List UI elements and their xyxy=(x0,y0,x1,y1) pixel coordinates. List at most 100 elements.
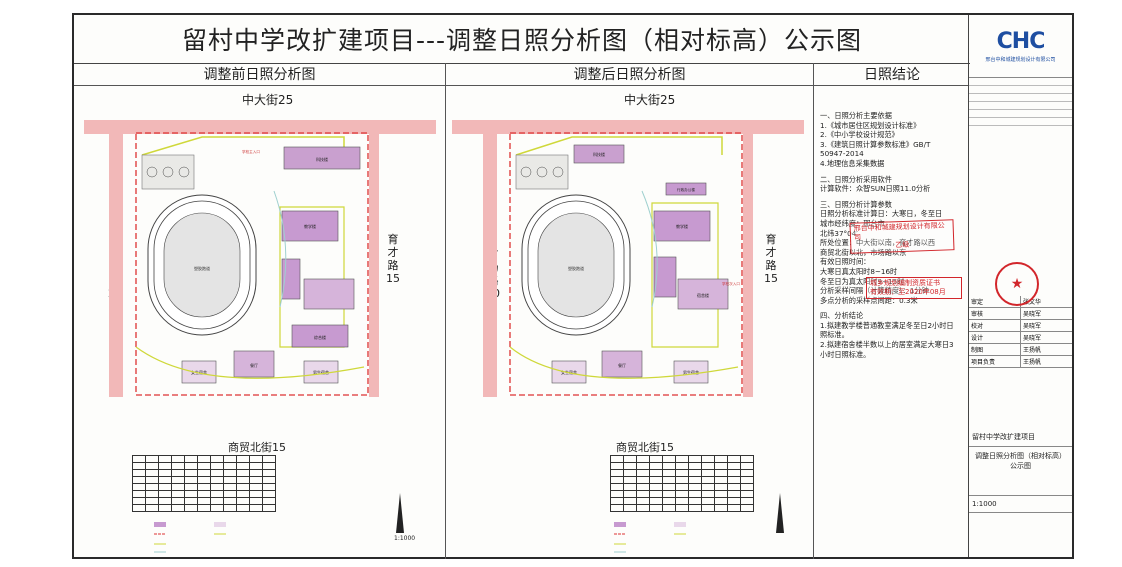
signer-role: 审核 xyxy=(971,311,984,318)
section-title: 二、日照分析采用软件 xyxy=(820,174,892,184)
before-legend xyxy=(154,522,226,553)
list-item: 1.《城市居住区规划设计标准》 xyxy=(820,120,921,130)
signer-role: 制图 xyxy=(971,347,984,354)
qualification-stamp: 邢台中和城建规划设计有限公司 乙级 xyxy=(849,219,955,254)
company-logo: CHC 邢台中和城建规划设计有限公司 xyxy=(969,15,1072,78)
title-block-row xyxy=(969,102,1072,110)
after-data-table xyxy=(610,455,754,512)
stamp-line: 乙级 xyxy=(895,240,910,250)
north-street-label: 中大街25 xyxy=(242,93,294,107)
title-block-row xyxy=(969,86,1072,94)
building-label: 教学楼 xyxy=(304,223,316,229)
conclusion-text: 一、日照分析主要依据 1.《城市居住区规划设计标准》 2.《中小学校设计规范》 … xyxy=(814,107,962,363)
building-label: 综合楼 xyxy=(314,334,326,340)
list-item: 商贸北街以北，市场路以东 xyxy=(820,247,907,257)
conclusion-header: 日照结论 xyxy=(814,63,970,86)
signer-name: 吴晓军 xyxy=(1020,332,1072,343)
signer-row: 设计 吴晓军 xyxy=(969,332,1072,344)
building-label: 餐厅 xyxy=(618,362,626,368)
signer-role: 审定 xyxy=(971,299,984,306)
list-item: 大寒日真太阳时8~16时 xyxy=(820,266,898,276)
certificate-stamp: 城乡规划编制资质证书 有效期：至2020年08月 xyxy=(866,277,962,299)
signer-name: 王扬帆 xyxy=(1020,356,1072,367)
building-label: 科技楼 xyxy=(593,151,605,157)
section-title: 一、日照分析主要依据 xyxy=(820,111,892,120)
building-label: 行政办公楼 xyxy=(677,187,695,192)
page-title: 留村中学改扩建项目---调整日照分析图（相对标高）公示图 xyxy=(74,15,970,64)
list-item: 1.拟建教学楼普通教室满足冬至日2小时日照标准。 xyxy=(820,320,954,340)
north-arrow-icon xyxy=(396,493,404,533)
list-item: 日照分析标准计算日：大寒日，冬至日 xyxy=(820,209,943,219)
list-item: 计算软件：众智SUN日照11.0分析 xyxy=(820,184,931,194)
building-label: 女生宿舍 xyxy=(561,369,577,375)
list-item: 所处位置：中大街以南，育才路以西 xyxy=(820,238,936,248)
track-label: 塑胶跑道 xyxy=(194,265,210,271)
building-label: 科技楼 xyxy=(316,156,328,162)
signer-row: 审核 吴晓军 xyxy=(969,308,1072,320)
building-label: 男生宿舍 xyxy=(683,369,699,375)
stamp-line: 有效期：至2020年08月 xyxy=(870,288,946,296)
signer-role: 项目负责 xyxy=(971,359,996,366)
title-block-row xyxy=(969,118,1072,126)
blank-area xyxy=(969,368,1072,428)
north-arrow xyxy=(774,493,784,533)
list-item: 北纬37°04′ xyxy=(820,228,858,238)
list-item: 4.地理信息采集数据 xyxy=(820,158,885,168)
list-item: 2.拟建宿舍楼半数以上的居室满足大寒日3小时日照标准。 xyxy=(820,340,954,359)
building-label: 宿舍楼 xyxy=(697,292,709,298)
panel-before: 调整前日照分析图 中大街25 市场路20 育才路15 商贸北街15 塑胶跑道 科… xyxy=(74,63,446,559)
list-item: 有效日照时间： xyxy=(820,257,871,267)
north-arrow-icon xyxy=(776,493,784,533)
seal-area: ★ xyxy=(969,126,1072,306)
north-street-label: 中大街25 xyxy=(624,93,676,107)
signer-role: 校对 xyxy=(971,323,984,330)
gate-label: 学校主入口 xyxy=(242,149,260,154)
gate-label: 学校次入口 xyxy=(722,281,740,286)
section-title: 四、分析结论 xyxy=(820,311,864,321)
after-legend xyxy=(614,522,686,553)
title-block: CHC 邢台中和城建规划设计有限公司 ★ 审定张文华 审核吴晓军 校对吴晓军 设… xyxy=(968,15,1072,557)
signer-row: 校对 吴晓军 xyxy=(969,320,1072,332)
signer-row: 制图 王扬帆 xyxy=(969,344,1072,356)
drawing-name: 调整日照分析图（相对标高）公示图 xyxy=(969,447,1072,496)
building-label: 教学楼 xyxy=(676,223,688,229)
title-block-row xyxy=(969,78,1072,86)
list-item: 城市经纬度：邢台市 xyxy=(820,218,885,228)
track-label: 塑胶跑道 xyxy=(568,265,584,271)
drawing-sheet: 留村中学改扩建项目---调整日照分析图（相对标高）公示图 调整前日照分析图 中大… xyxy=(72,13,1074,559)
logo-mark: CHC xyxy=(996,29,1046,54)
building-label: 男生宿舍 xyxy=(313,369,329,375)
panel-before-header: 调整前日照分析图 xyxy=(74,63,445,86)
east-street-label: 育才路15 xyxy=(764,233,778,285)
panel-conclusion: 日照结论 一、日照分析主要依据 1.《城市居住区规划设计标准》 2.《中小学校设… xyxy=(814,63,970,559)
east-street-label: 育才路15 xyxy=(386,233,400,285)
company-seal: ★ xyxy=(995,262,1039,306)
south-street-label: 商贸北街15 xyxy=(228,441,286,454)
title-block-row xyxy=(969,94,1072,102)
list-item: 2.《中小学校设计规范》 xyxy=(820,130,899,140)
signer-name: 吴晓军 xyxy=(1020,308,1072,319)
stamp-line: 城乡规划编制资质证书 xyxy=(870,279,940,287)
scale-label: 1:1000 xyxy=(394,535,416,542)
signer-row: 项目负责 王扬帆 xyxy=(969,356,1072,368)
panel-after-header: 调整后日照分析图 xyxy=(446,63,813,86)
before-data-table xyxy=(132,455,276,512)
north-arrow: 1:1000 xyxy=(394,493,415,542)
list-item: 3.《建筑日照计算参数标准》GB/T 50947-2014 xyxy=(820,139,931,159)
building-label: 女生宿舍 xyxy=(191,369,207,375)
project-name: 留村中学改扩建项目 xyxy=(969,428,1072,447)
list-item: 分析采样间隔（计算精度）：1分钟 xyxy=(820,286,929,296)
south-street-label: 商贸北街15 xyxy=(616,441,674,454)
signer-name: 王扬帆 xyxy=(1020,344,1072,355)
signer-role: 设计 xyxy=(971,335,984,342)
title-block-row xyxy=(969,110,1072,118)
drawing-scale: 1:1000 xyxy=(969,496,1072,513)
signer-name: 吴晓军 xyxy=(1020,320,1072,331)
section-title: 三、日照分析计算参数 xyxy=(820,199,892,209)
panel-after: 调整后日照分析图 中大街25 市场路20 育才路15 商贸北街15 塑胶跑道 科… xyxy=(446,63,814,559)
site-plan-after: 塑胶跑道 科技楼 行政办公楼 教学楼 宿舍楼 餐厅 女生宿舍 男生宿舍 学校次入… xyxy=(452,120,804,397)
list-item: 冬至日为真太阳时9~15时 xyxy=(820,276,905,286)
company-name: 邢台中和城建规划设计有限公司 xyxy=(985,57,1056,63)
site-plan-before: 塑胶跑道 科技楼 教学楼 综合楼 餐厅 女生宿舍 男生宿舍 学校主入口 xyxy=(84,120,436,397)
list-item: 多点分析的采样点间距：0.3米 xyxy=(820,295,918,305)
